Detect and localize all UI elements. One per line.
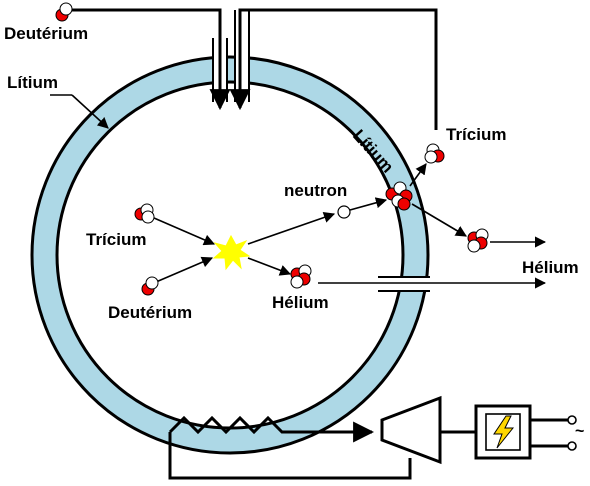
tritium-particle-right xyxy=(424,143,445,164)
heat-exchanger-coil-icon xyxy=(168,415,412,480)
ac-output-terminals-icon: ~ xyxy=(530,415,584,451)
helium-particle-center xyxy=(290,264,312,289)
neutron-particle xyxy=(337,205,351,219)
lithium-outer-label: Lítium xyxy=(7,73,58,92)
tritium-center-label: Trícium xyxy=(86,230,146,249)
reaction-arrows xyxy=(50,94,547,289)
tritium-particle-left xyxy=(134,203,155,224)
lithium-nucleus xyxy=(385,181,413,211)
generator-box xyxy=(474,404,532,460)
helium-center-label: Hélium xyxy=(272,293,329,312)
fuel-injection-pipes xyxy=(72,8,438,130)
helium-exhaust-pipe xyxy=(378,276,430,292)
helium-right-label: Hélium xyxy=(522,258,579,277)
neutron-label: neutron xyxy=(284,181,347,200)
deuterium-particle-top xyxy=(55,2,73,22)
turbine-icon xyxy=(380,395,476,465)
star-burst-icon xyxy=(212,234,251,271)
deuterium-particle-center xyxy=(141,276,159,296)
ac-symbol-label: ~ xyxy=(575,423,584,440)
deuterium-center-label: Deutérium xyxy=(108,303,192,322)
lightning-bolt-icon xyxy=(493,415,515,449)
helium-particle-right xyxy=(467,228,489,253)
deuterium-top-label: Deutérium xyxy=(4,24,88,43)
tritium-top-label: Trícium xyxy=(446,125,506,144)
